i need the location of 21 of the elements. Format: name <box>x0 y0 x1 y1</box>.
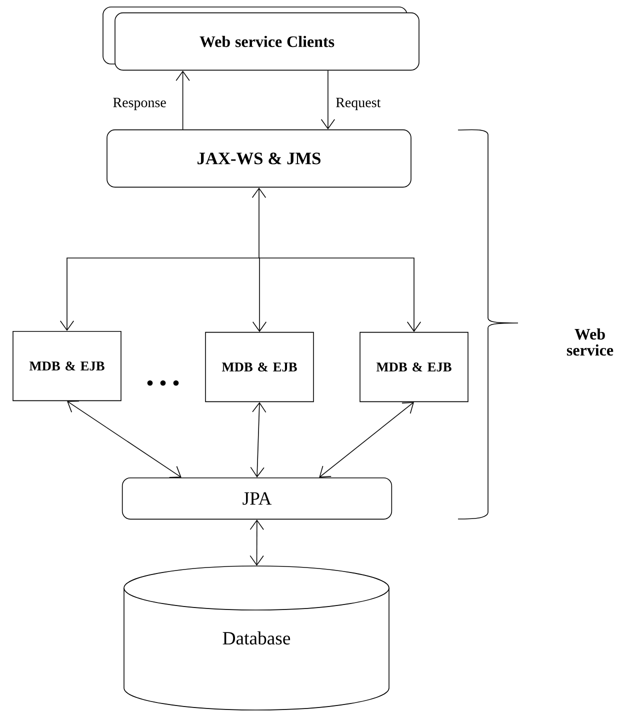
arrow <box>320 70 336 130</box>
arrow <box>258 258 422 332</box>
edge-label: Request <box>334 96 382 112</box>
arrow <box>252 258 267 332</box>
node-label: Database <box>222 631 290 645</box>
arrow <box>319 402 414 478</box>
process-box: JAX-WS & JMS <box>106 129 412 188</box>
arrow <box>250 520 264 566</box>
process-box: MDB & EJB <box>205 332 314 402</box>
arrow <box>250 402 266 478</box>
process-box: MDB & EJB <box>360 332 468 402</box>
arrow <box>60 258 260 331</box>
process-box: JPA <box>122 477 392 520</box>
edge-label: Response <box>111 96 168 112</box>
arrow <box>67 400 182 478</box>
process-box: MDB & EJB <box>12 330 122 402</box>
arrow <box>176 70 190 130</box>
arrow <box>252 188 266 258</box>
stacked-box: Web service Clients <box>102 6 420 71</box>
database-cylinder: Database <box>124 566 390 710</box>
brace-label: Web service <box>566 328 614 356</box>
